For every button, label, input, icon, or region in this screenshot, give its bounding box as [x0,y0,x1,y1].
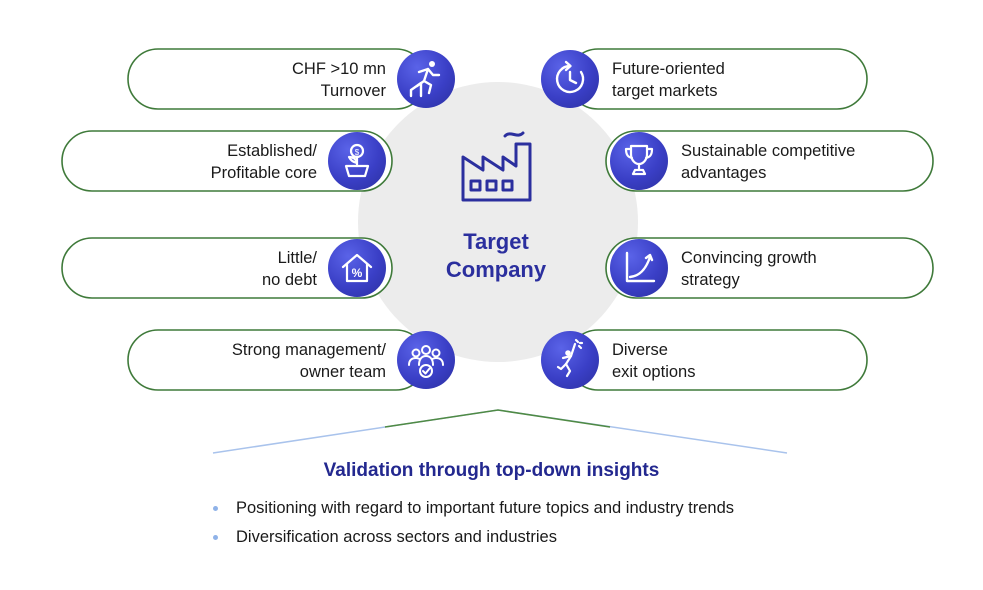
jumping-person-icon [541,331,599,389]
team-icon [397,331,455,389]
label-growth-strategy: Convincing growth strategy [681,249,817,289]
validation-chevron-edge [212,409,788,454]
pill-growth-strategy [605,237,934,299]
house-percent-icon: % [328,239,386,297]
label-competitive-advantages: Sustainable competitive advantages [681,142,856,182]
label-future-markets: Future-oriented target markets [612,60,725,100]
center-title-line1: Target [463,229,529,254]
hurdle-runner-icon [397,50,455,108]
money-plant-icon: $ [328,132,386,190]
svg-text:%: % [352,266,363,280]
pill-competitive-advantages [605,130,934,192]
label-exit-options: Diverse exit options [612,341,696,381]
svg-text:$: $ [355,148,360,157]
validation-chevron-apex [384,409,611,428]
center-title: Target Company [388,228,604,284]
factory-icon [461,131,532,202]
label-turnover: CHF >10 mn Turnover [292,60,386,100]
center-title-line2: Company [445,257,547,282]
list-item: Positioning with regard to important fut… [213,494,734,523]
growth-curve-icon [610,239,668,297]
clock-forward-icon [541,50,599,108]
pill-profitable-core [61,130,393,192]
label-management: Strong management/ owner team [231,341,386,381]
center-circle [358,82,638,362]
trophy-icon [610,132,668,190]
pill-little-debt [61,237,393,299]
validation-bullet-list: Positioning with regard to important fut… [213,494,734,552]
label-little-debt: Little/ no debt [261,249,317,289]
list-item: Diversification across sectors and indus… [213,523,734,552]
label-profitable-core: Established/ Profitable core [210,142,317,182]
validation-title: Validation through top-down insights [323,460,660,481]
